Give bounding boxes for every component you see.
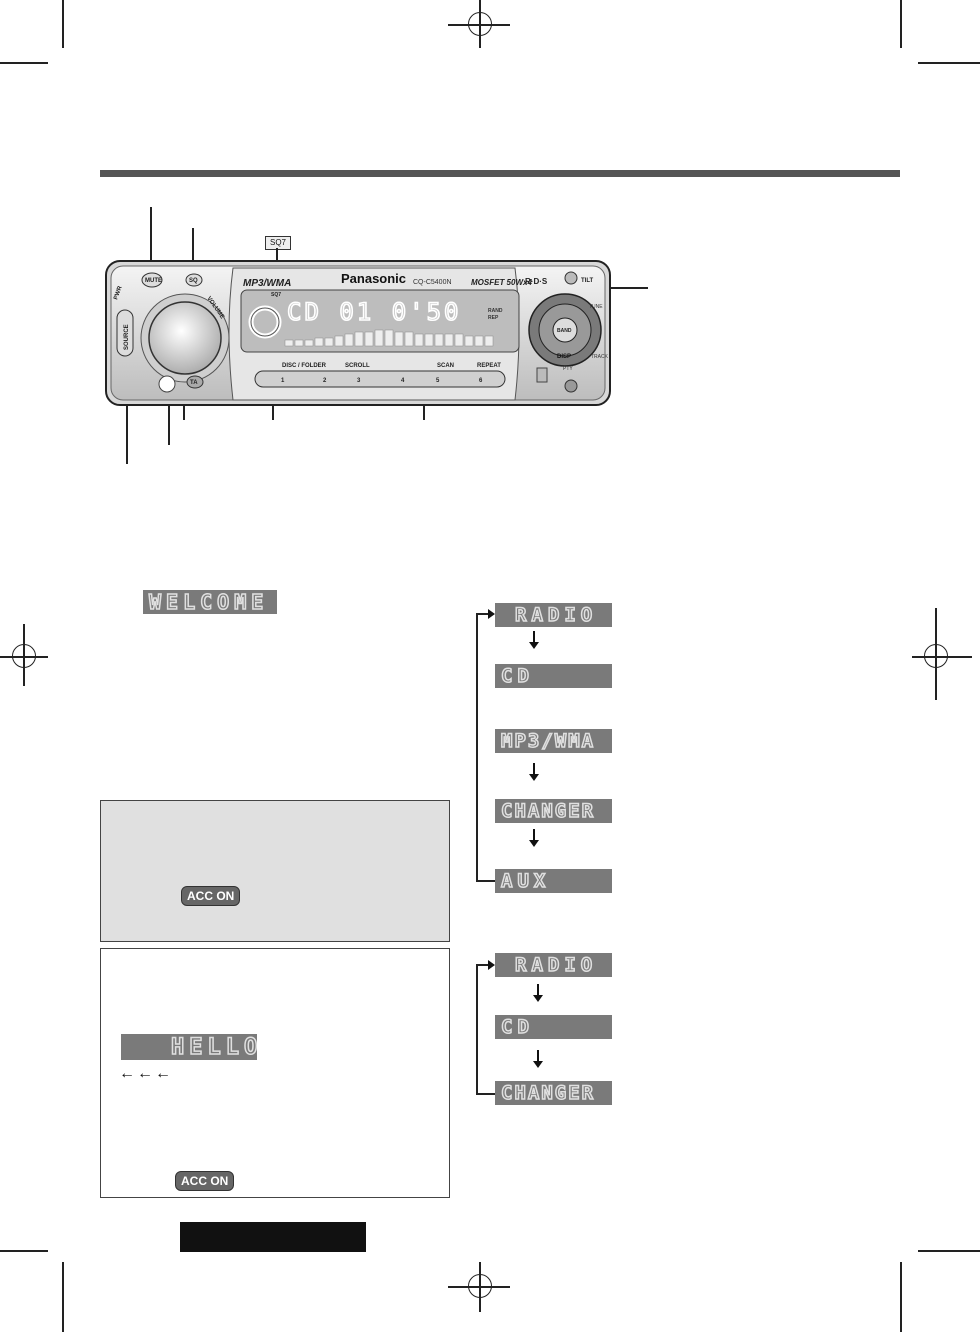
source-display-cd: CD — [495, 1015, 612, 1039]
source-label: SOURCE — [124, 324, 130, 350]
svg-text:Panasonic: Panasonic — [341, 271, 406, 286]
arrow-down — [534, 1050, 542, 1068]
hello-display: HELLO — [121, 1034, 257, 1060]
welcome-text: WELCOME — [148, 590, 269, 614]
arrow-down — [534, 984, 542, 1002]
source-display-radio: RADIO — [495, 953, 612, 977]
svg-text:SCROLL: SCROLL — [345, 363, 370, 369]
svg-text:5: 5 — [436, 378, 440, 384]
volume-knob — [148, 301, 222, 375]
note-panel-1: ACC ON — [100, 800, 450, 942]
callout-line-mute — [150, 207, 152, 277]
source-display-mp3-wma: MP3/WMA — [495, 729, 612, 753]
page-footer-bar — [180, 1222, 366, 1252]
loop-line — [476, 964, 478, 1094]
source-display-cd: CD — [495, 664, 612, 688]
band-button — [552, 317, 578, 343]
svg-text:MP3/WMA: MP3/WMA — [243, 278, 291, 289]
svg-text:R·D·S: R·D·S — [525, 277, 548, 286]
svg-text:3: 3 — [357, 378, 361, 384]
svg-text:TILT: TILT — [581, 278, 594, 284]
mute-button — [141, 272, 163, 288]
crop-mark — [900, 1262, 902, 1332]
crop-mark — [918, 62, 980, 64]
crop-mark — [0, 62, 48, 64]
svg-text:1: 1 — [281, 378, 285, 384]
svg-text:RAND: RAND — [488, 308, 503, 314]
arrow-down — [530, 763, 538, 781]
header-rule — [100, 170, 900, 177]
svg-text:CQ-C5400N: CQ-C5400N — [413, 279, 452, 286]
svg-text:MOSFET 50Wx4: MOSFET 50Wx4 — [471, 278, 532, 287]
sq-button — [185, 273, 203, 287]
arrow-down — [530, 829, 538, 847]
svg-text:REP: REP — [488, 315, 499, 321]
source-display-aux: AUX — [495, 869, 612, 893]
svg-text:MUTE: MUTE — [145, 278, 162, 284]
svg-text:2: 2 — [323, 378, 327, 384]
svg-text:PTY: PTY — [563, 366, 573, 372]
crop-mark — [918, 1250, 980, 1252]
welcome-display: WELCOME — [143, 590, 277, 614]
callout-line-sq — [192, 228, 194, 274]
spectrum-bars — [284, 329, 494, 347]
loop-arrowhead — [488, 960, 495, 970]
ir-sensor — [158, 375, 176, 393]
acc-on-badge: ACC ON — [175, 1171, 235, 1191]
preset-bar — [254, 370, 506, 388]
loop-line — [476, 880, 495, 882]
svg-text:SQ: SQ — [189, 278, 198, 284]
callout-line-ta — [168, 385, 170, 445]
loop-line — [476, 613, 478, 881]
svg-text:CD 01 0'50: CD 01 0'50 — [287, 298, 462, 326]
svg-text:TRACK: TRACK — [591, 354, 609, 360]
svg-text:BAND: BAND — [557, 328, 572, 334]
svg-text:6: 6 — [479, 378, 483, 384]
svg-text:DISC / FOLDER: DISC / FOLDER — [282, 363, 327, 369]
source-button — [116, 309, 134, 357]
source-display-changer: CHANGER — [495, 799, 612, 823]
loop-arrowhead — [488, 609, 495, 619]
loop-line — [476, 1093, 495, 1095]
svg-text:TA: TA — [190, 380, 198, 386]
source-display-radio: RADIO — [495, 603, 612, 627]
svg-text:4: 4 — [401, 378, 405, 384]
loop-line — [476, 613, 491, 615]
svg-text:DISP: DISP — [557, 354, 571, 360]
svg-text:PWR: PWR — [113, 285, 124, 301]
note-panel-2: HELLO ←←← ACC ON — [100, 948, 450, 1198]
svg-text:SQ7: SQ7 — [271, 292, 281, 298]
svg-text:REPEAT: REPEAT — [477, 363, 501, 369]
tilt-button — [564, 271, 578, 285]
scroll-arrows: ←←← — [119, 1065, 173, 1082]
crop-mark — [62, 0, 64, 48]
sq7-tag: SQ7 — [265, 236, 291, 250]
acc-on-badge: ACC ON — [181, 886, 241, 906]
arrow-down — [530, 631, 538, 649]
crop-mark — [0, 1250, 48, 1252]
svg-text:TUNE: TUNE — [589, 304, 603, 310]
source-display-changer: CHANGER — [495, 1081, 612, 1105]
crop-mark — [62, 1262, 64, 1332]
loop-line — [476, 964, 491, 966]
svg-text:SCAN: SCAN — [437, 363, 454, 369]
crop-mark — [900, 0, 902, 48]
release-button — [564, 379, 578, 393]
ta-button — [186, 375, 204, 389]
car-radio-faceplate: SOURCE PWR MUTE SQ VOLUME TA MP3/WMA Pan… — [105, 260, 611, 406]
